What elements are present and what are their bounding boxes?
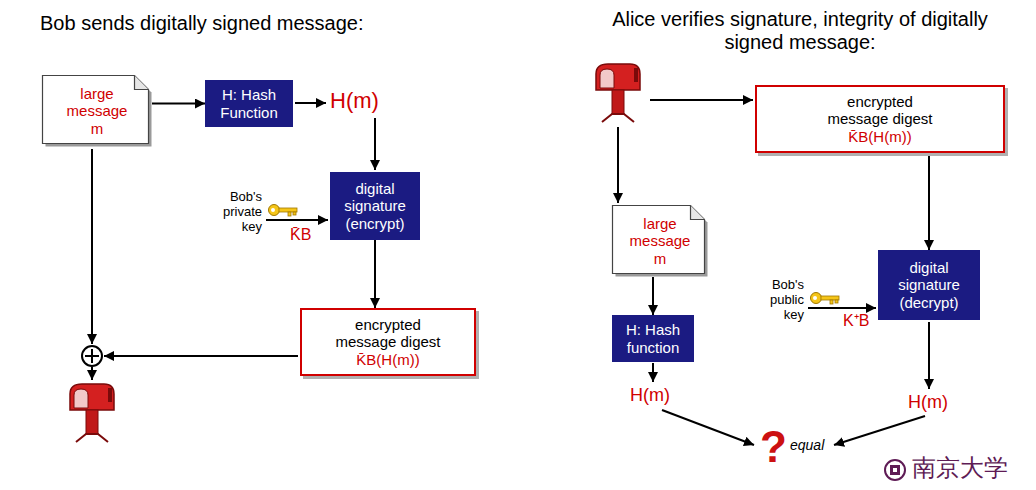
arrow [374, 240, 376, 308]
arrow [834, 416, 925, 445]
text-group: H: Hash Function [210, 82, 288, 125]
text-group: encrypted message digestK̄B(H(m)) [305, 312, 471, 372]
process-box: digital signature (decrypt) [878, 250, 980, 320]
arrow [91, 149, 93, 344]
text-group: digital signature (decrypt) [881, 255, 977, 315]
process-box: H: Hash Function [205, 80, 293, 127]
watermark: 南京大学 [912, 455, 1008, 483]
key-label: Bob's private key [212, 190, 262, 235]
document-icon: large message m [42, 75, 152, 147]
text-group: large message m [625, 211, 695, 271]
key-symbol: K⁺B [843, 312, 869, 330]
document-fold [135, 76, 149, 90]
arrow [928, 153, 930, 250]
key-icon [269, 205, 298, 217]
document-page [43, 76, 149, 144]
process-box: digital signature (encrypt) [330, 172, 420, 240]
arrow [652, 277, 654, 315]
box-text: large message m [65, 85, 129, 137]
box-text: H: Hash function [617, 321, 689, 356]
hash-output: H(m) [630, 385, 670, 406]
key-icon [811, 293, 840, 305]
process-box: H: Hash function [612, 315, 694, 362]
box-text: encrypted message digest [326, 316, 451, 351]
digest-box: encrypted message digestK̄B(H(m)) [300, 308, 476, 376]
digest-box: encrypted message digestK̄B(H(m)) [755, 85, 1005, 153]
text-group: digital signature (encrypt) [331, 176, 419, 236]
document-fold [691, 206, 705, 220]
heading: Alice verifies signature, integrity of d… [610, 8, 990, 54]
document-page [613, 206, 705, 274]
key-label: Bob's public key [754, 278, 804, 323]
heading: Bob sends digitally signed message: [40, 12, 364, 35]
arrow [104, 355, 298, 357]
arrow [928, 322, 930, 389]
hash-output: H(m) [908, 392, 948, 413]
box-text: K̄B(H(m)) [308, 351, 468, 368]
box-text: digital signature (encrypt) [334, 180, 416, 232]
box-text: K̄B(H(m)) [780, 128, 980, 145]
text-group: H: Hash function [614, 317, 692, 360]
key-symbol: K̄B [290, 226, 311, 244]
document-icon: large message m [612, 205, 708, 277]
arrow [91, 367, 93, 380]
arrow [662, 410, 754, 445]
arrow [295, 102, 326, 104]
text-group: encrypted message digestK̄B(H(m)) [777, 89, 983, 149]
box-text: H: Hash Function [213, 86, 285, 121]
arrow [617, 127, 619, 203]
question-mark: ? [760, 422, 787, 473]
mailbox-icon [596, 64, 640, 122]
mailbox-icon [70, 384, 114, 442]
arrow [152, 103, 205, 105]
arrow [652, 363, 654, 382]
text-group: large message m [62, 81, 132, 141]
box-text: digital signature (decrypt) [884, 259, 974, 311]
university-emblem [885, 460, 905, 480]
arrow [650, 99, 753, 101]
key-arrow [266, 219, 328, 221]
arrow [374, 118, 376, 170]
concatenate-symbol [82, 346, 102, 366]
box-text: encrypted message digest [818, 93, 943, 128]
hash-output: H(m) [330, 88, 379, 113]
box-text: large message m [628, 215, 692, 267]
comparison-label: equal [790, 437, 824, 453]
key-arrow [808, 307, 876, 309]
